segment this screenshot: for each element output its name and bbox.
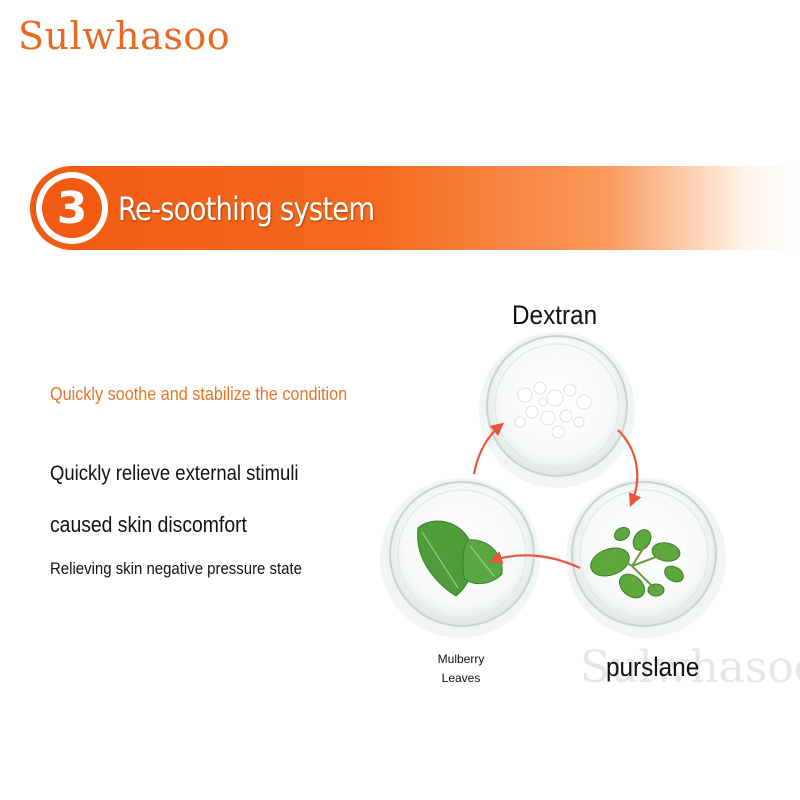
dextran-crystals-icon bbox=[514, 381, 592, 439]
ingredient-cycle-diagram bbox=[380, 332, 726, 638]
description-line-1: Quickly relieve external stimuli bbox=[50, 462, 299, 485]
cycle-arrows bbox=[472, 422, 642, 569]
section-banner bbox=[30, 166, 800, 250]
brand-watermark: Sulwhasoo bbox=[580, 642, 800, 693]
dextran-dish bbox=[479, 332, 635, 488]
purslane-plant-icon bbox=[590, 526, 684, 599]
mulberry-dish bbox=[380, 478, 540, 638]
dextran-label: Dextran bbox=[512, 300, 598, 330]
brand-logo: Sulwhasoo bbox=[18, 14, 231, 58]
purslane-label: purslane bbox=[606, 652, 700, 682]
mulberry-label: Mulberry Leaves bbox=[437, 652, 485, 685]
section-number: 3 bbox=[42, 178, 102, 238]
mulberry-leaf-icon bbox=[417, 520, 503, 597]
section-number-badge: 3 bbox=[36, 172, 108, 244]
section-title: Re-soothing system bbox=[118, 190, 375, 228]
description-line-2: caused skin discomfort bbox=[50, 512, 247, 537]
purslane-dish bbox=[566, 478, 726, 638]
description-line-3: Relieving skin negative pressure state bbox=[50, 559, 302, 578]
subtitle: Quickly soothe and stabilize the conditi… bbox=[50, 384, 348, 404]
